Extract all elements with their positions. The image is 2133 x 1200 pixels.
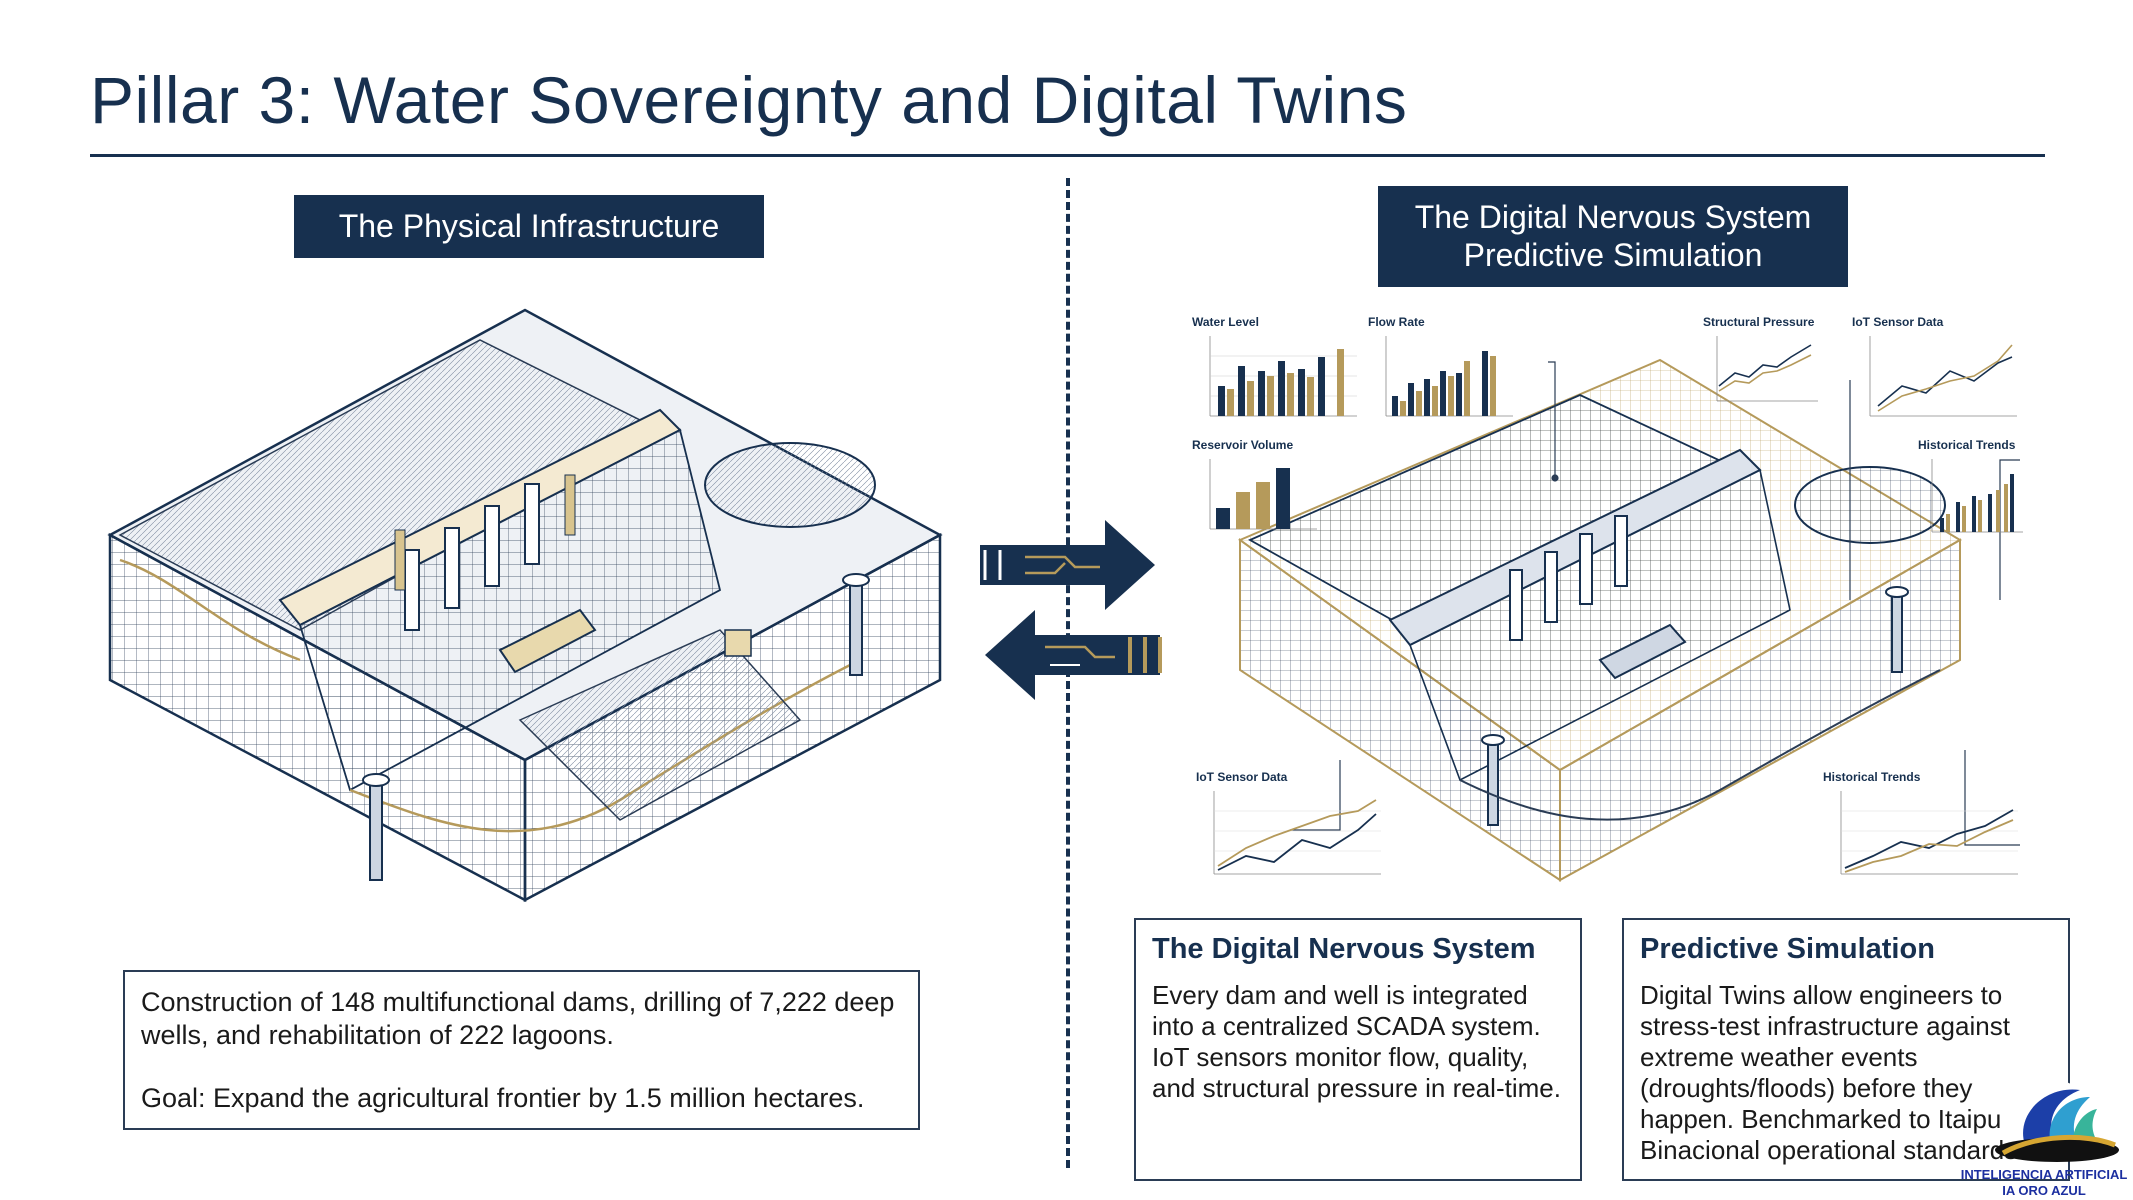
physical-construction-text: Construction of 148 multifunctional dams… bbox=[141, 987, 895, 1050]
historical-trends-top-title: Historical Trends bbox=[1918, 438, 2016, 452]
nervous-box-body: Every dam and well is integrated into a … bbox=[1152, 980, 1561, 1103]
digital-nervous-system-label: The Digital Nervous System Predictive Si… bbox=[1378, 186, 1848, 287]
physical-infrastructure-box: Construction of 148 multifunctional dams… bbox=[123, 970, 920, 1130]
digital-label-line2: Predictive Simulation bbox=[1463, 237, 1763, 273]
reservoir-volume-panel: Reservoir Volume bbox=[1192, 438, 1322, 538]
title-underline bbox=[90, 154, 2045, 157]
arrow-left-icon bbox=[985, 610, 1162, 700]
page-title: Pillar 3: Water Sovereignty and Digital … bbox=[90, 63, 1408, 137]
historical-trends-bottom-title: Historical Trends bbox=[1823, 770, 1921, 784]
logo-text-line1: INTELIGENCIA ARTIFICIAL bbox=[1960, 1167, 2128, 1182]
physical-goal-text: Goal: Expand the agricultural frontier b… bbox=[141, 1083, 865, 1113]
physical-dam-illustration bbox=[107, 308, 943, 903]
historical-trends-bottom-panel: Historical Trends bbox=[1823, 770, 2023, 885]
iot-sensor-top-panel: IoT Sensor Data bbox=[1852, 315, 2022, 425]
iot-sensor-bottom-panel: IoT Sensor Data bbox=[1196, 770, 1386, 885]
structural-pressure-title: Structural Pressure bbox=[1703, 315, 1815, 329]
exchange-arrows-icon bbox=[968, 520, 1162, 700]
iot-sensor-top-chart bbox=[1869, 336, 2017, 417]
water-level-chart bbox=[1209, 336, 1357, 417]
nervous-box-title: The Digital Nervous System bbox=[1152, 933, 1536, 965]
flow-rate-title: Flow Rate bbox=[1368, 315, 1425, 329]
iot-sensor-bottom-title: IoT Sensor Data bbox=[1196, 770, 1288, 784]
reservoir-volume-chart bbox=[1209, 459, 1317, 530]
flow-rate-panel: Flow Rate bbox=[1368, 315, 1518, 425]
flow-rate-chart bbox=[1385, 336, 1513, 417]
water-level-title: Water Level bbox=[1192, 315, 1259, 329]
predictive-box-title: Predictive Simulation bbox=[1640, 933, 1935, 965]
logo-emblem-icon bbox=[1995, 1081, 2119, 1162]
historical-trends-top-chart bbox=[1931, 459, 2023, 533]
digital-label-line1: The Digital Nervous System bbox=[1414, 199, 1812, 235]
water-level-panel: Water Level bbox=[1192, 315, 1362, 425]
historical-trends-bottom-chart bbox=[1840, 791, 2018, 875]
structural-pressure-panel: Structural Pressure bbox=[1703, 315, 1823, 410]
reservoir-volume-title: Reservoir Volume bbox=[1192, 438, 1294, 452]
historical-trends-top-panel: Historical Trends bbox=[1918, 438, 2028, 543]
predictive-simulation-box: Predictive Simulation Digital Twins allo… bbox=[1622, 918, 2070, 1181]
iot-sensor-bottom-chart bbox=[1213, 791, 1381, 875]
predictive-box-body: Digital Twins allow engineers to stress-… bbox=[1640, 980, 2025, 1165]
digital-twin-dam-illustration bbox=[1237, 358, 2020, 882]
structural-pressure-chart bbox=[1716, 336, 1818, 402]
physical-infrastructure-label: The Physical Infrastructure bbox=[294, 195, 764, 258]
arrow-right-icon bbox=[968, 520, 1155, 610]
logo-text-line2: IA ORO AZUL bbox=[2002, 1183, 2086, 1198]
digital-nervous-system-box: The Digital Nervous System Every dam and… bbox=[1134, 918, 1582, 1181]
ia-oro-azul-logo: INTELIGENCIA ARTIFICIAL IA ORO AZUL bbox=[1955, 1075, 2133, 1200]
iot-sensor-top-title: IoT Sensor Data bbox=[1852, 315, 1944, 329]
